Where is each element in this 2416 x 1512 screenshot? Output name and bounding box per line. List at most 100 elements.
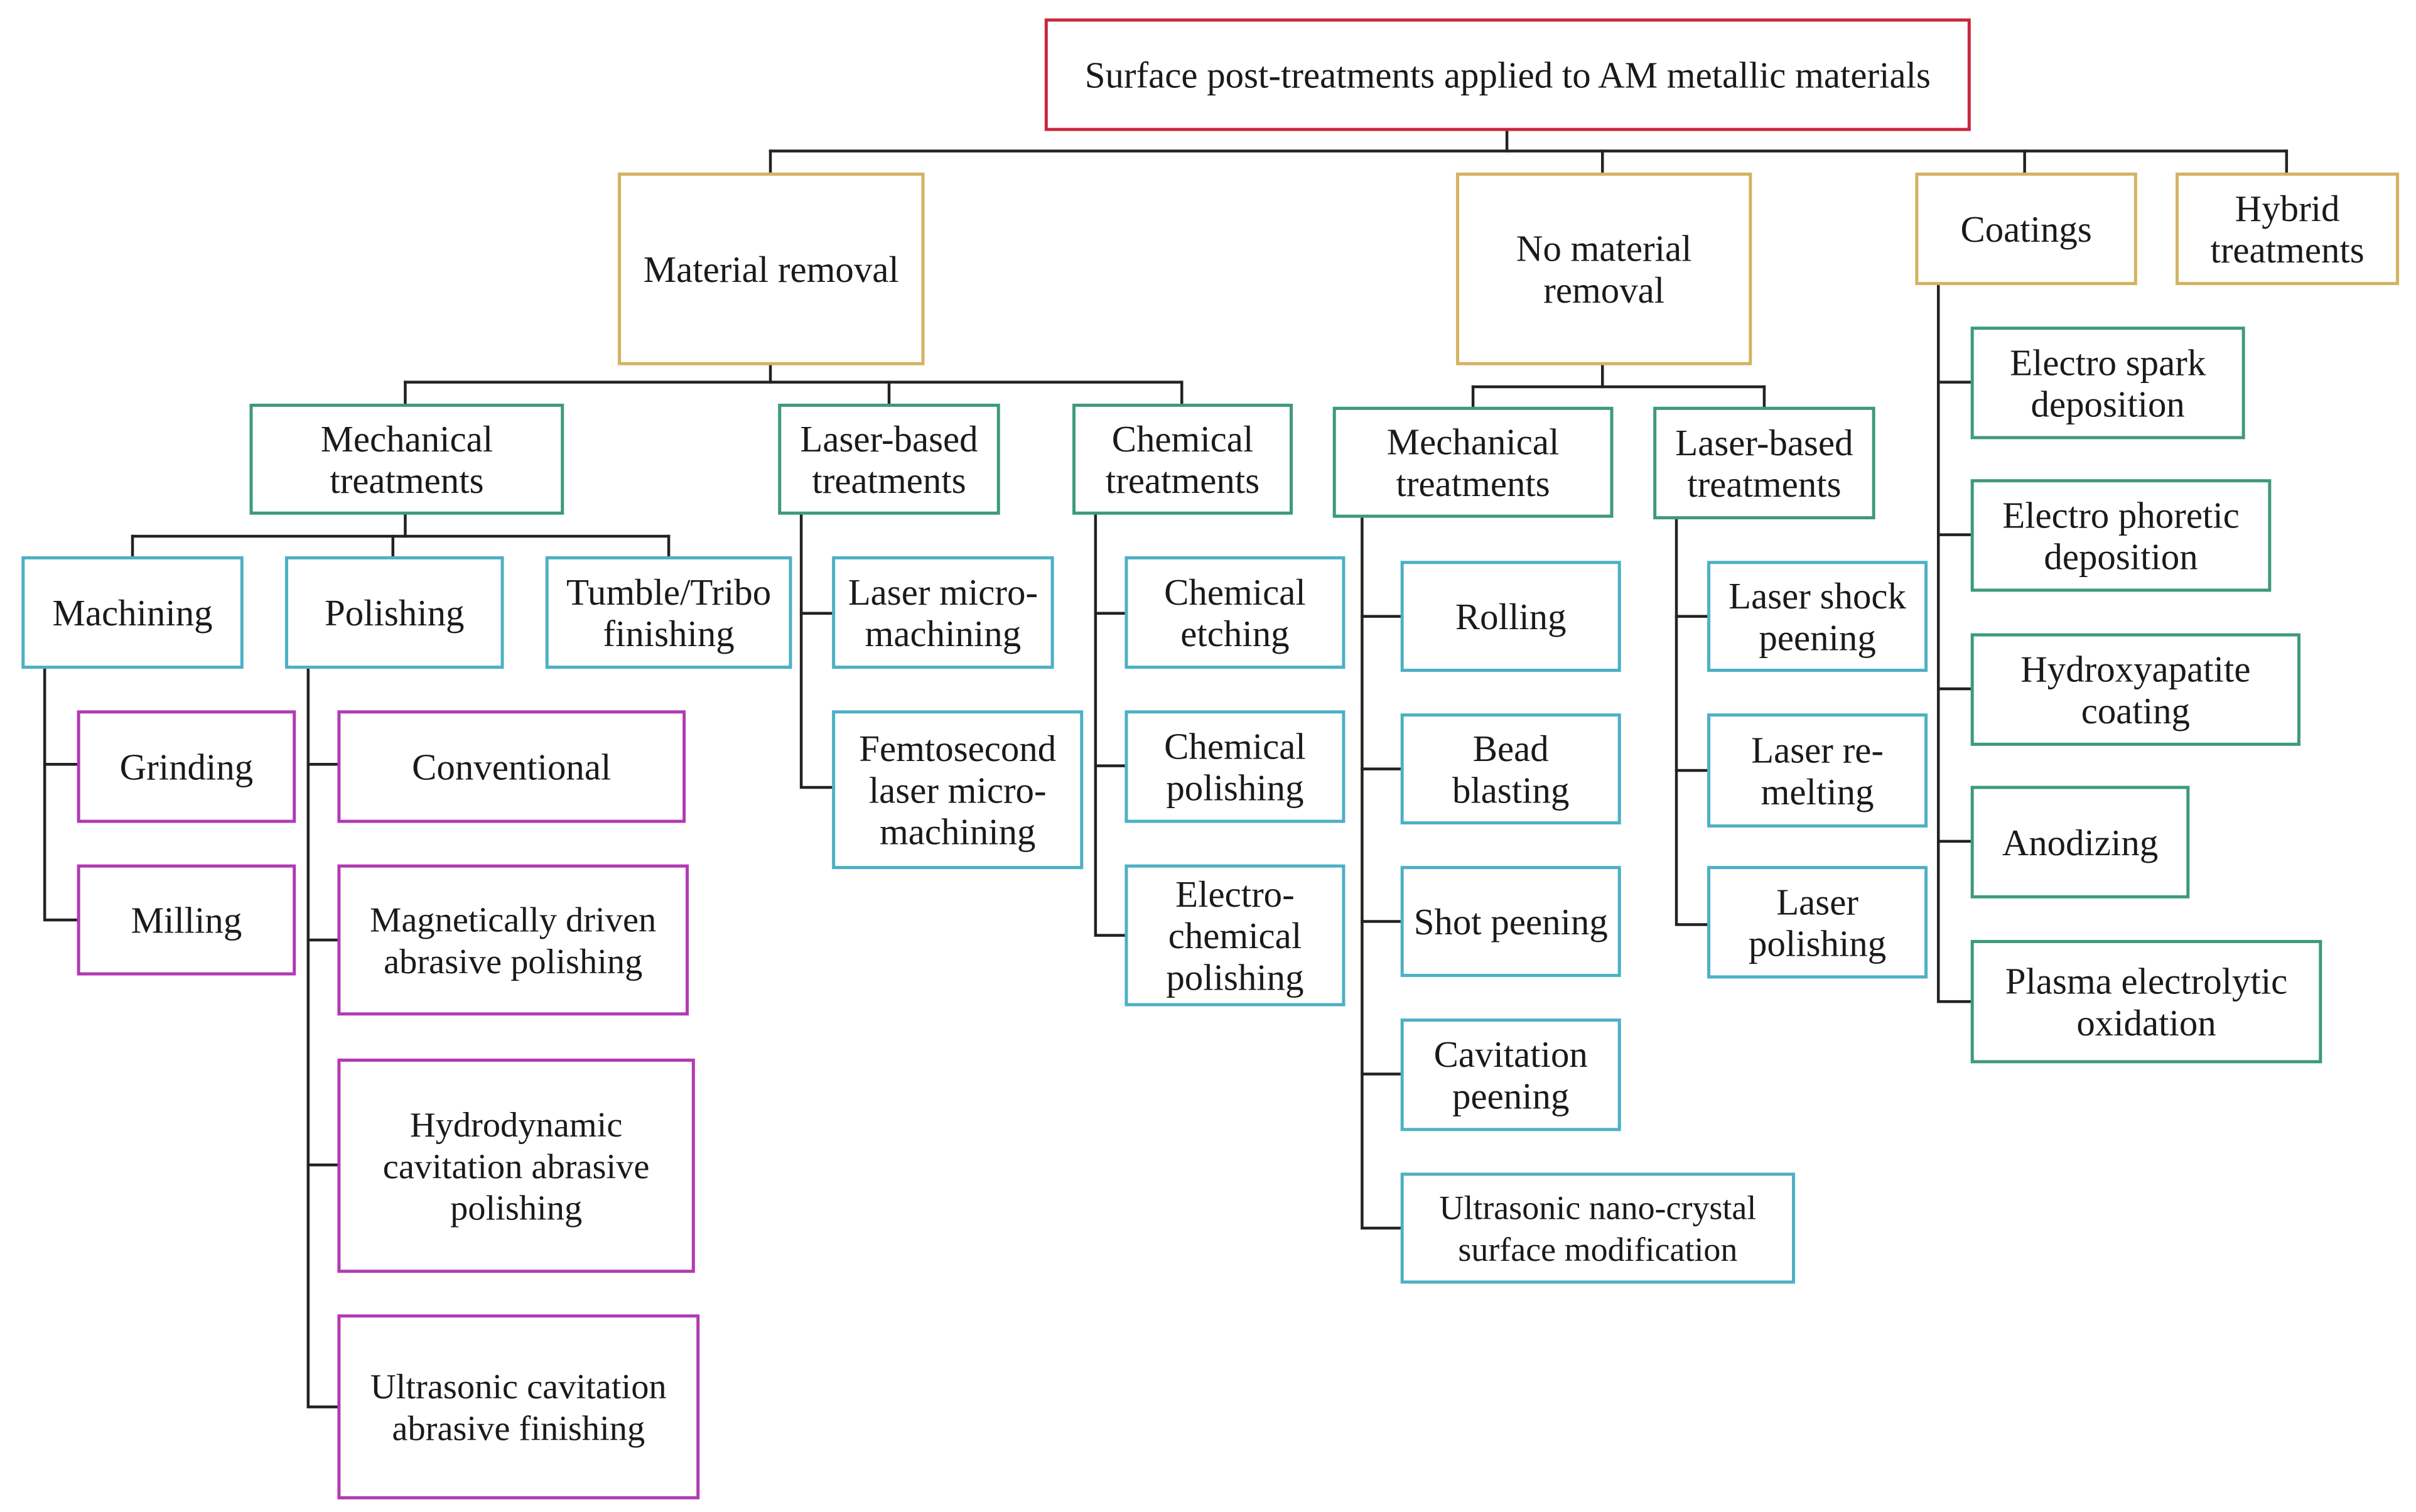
item-ultrasonic-cavitation-abrasive-finishing-frame <box>337 1314 700 1499</box>
item-conventional: Conventional <box>337 710 686 823</box>
category-coatings-frame <box>1915 172 2137 286</box>
category-coatings-label: Coatings <box>1960 209 2091 250</box>
item-rolling-frame <box>1400 561 1621 672</box>
item-milling-frame <box>77 864 296 976</box>
method-polishing-label: Polishing <box>325 593 464 634</box>
item-femtosecond-laser-micro-machining-frame <box>832 710 1084 870</box>
item-electro-spark-deposition-frame <box>1970 327 2245 440</box>
item-conventional-frame <box>337 710 686 823</box>
group-nmr-laser-based-treatments-frame <box>1653 406 1875 520</box>
item-electro-phoretic-deposition-frame <box>1970 479 2272 592</box>
item-cavitation-peening-frame <box>1400 1018 1621 1131</box>
item-hydrodynamic-cavitation-abrasive-polishing-frame <box>337 1058 695 1273</box>
root-box: Surface post-treatments applied to AM me… <box>1044 18 1971 131</box>
connector-line <box>306 666 341 1408</box>
method-machining: Machining <box>21 556 244 669</box>
item-electro-chemical-polishing-frame <box>1124 864 1346 1007</box>
root-box-label: Surface post-treatments applied to AM me… <box>1085 55 1931 96</box>
item-shot-peening-frame <box>1400 866 1621 977</box>
method-polishing: Polishing <box>284 556 504 669</box>
item-ultrasonic-nano-crystal-surface-modification-frame <box>1400 1172 1796 1284</box>
group-mr-mechanical-treatments-frame <box>249 403 564 515</box>
item-magnetically-driven-abrasive-polishing-frame <box>337 864 689 1016</box>
category-material-removal-label: Material removal <box>644 249 899 290</box>
item-milling: Milling <box>77 864 296 976</box>
connector-line <box>1361 514 1404 1230</box>
root-box-frame <box>1044 18 1971 131</box>
item-bead-blasting-frame <box>1400 713 1621 824</box>
connector-lines <box>43 127 2289 1408</box>
connector-line <box>1674 516 1710 926</box>
item-chemical-etching-frame <box>1124 556 1346 669</box>
item-anodizing: Anodizing <box>1970 786 2190 899</box>
group-mr-chemical-treatments-frame <box>1072 403 1293 515</box>
category-material-removal-frame <box>618 172 925 365</box>
category-material-removal: Material removal <box>618 172 925 365</box>
item-chemical-polishing-frame <box>1124 710 1346 823</box>
category-no-material-removal-frame <box>1456 172 1752 365</box>
item-hydroxyapatite-coating-frame <box>1970 633 2300 746</box>
item-shot-peening: Shot peening <box>1400 866 1621 977</box>
diagram-nodes: Surface post-treatments applied to AM me… <box>21 18 2400 1499</box>
item-laser-micro-machining-label: Laser micro-machining <box>848 572 1038 654</box>
group-nmr-mechanical-treatments-frame <box>1332 406 1614 518</box>
item-rolling-label: Rolling <box>1455 597 1567 637</box>
connector-line <box>1094 511 1128 937</box>
item-conventional-label: Conventional <box>412 747 611 788</box>
method-tumble-tribo-finishing-frame <box>545 556 792 669</box>
method-polishing-frame <box>284 556 504 669</box>
method-machining-label: Machining <box>53 593 213 634</box>
item-rolling: Rolling <box>1400 561 1621 672</box>
item-laser-micro-machining-frame <box>832 556 1054 669</box>
category-coatings: Coatings <box>1915 172 2137 286</box>
item-grinding-frame <box>77 710 296 823</box>
connector-line <box>799 511 835 789</box>
connector-line <box>1936 282 1974 1003</box>
item-anodizing-frame <box>1970 786 2190 899</box>
item-laser-micro-machining: Laser micro-machining <box>832 556 1054 669</box>
item-laser-re-melting-label: Laser re-melting <box>1751 730 1884 813</box>
item-grinding-label: Grinding <box>120 747 254 788</box>
